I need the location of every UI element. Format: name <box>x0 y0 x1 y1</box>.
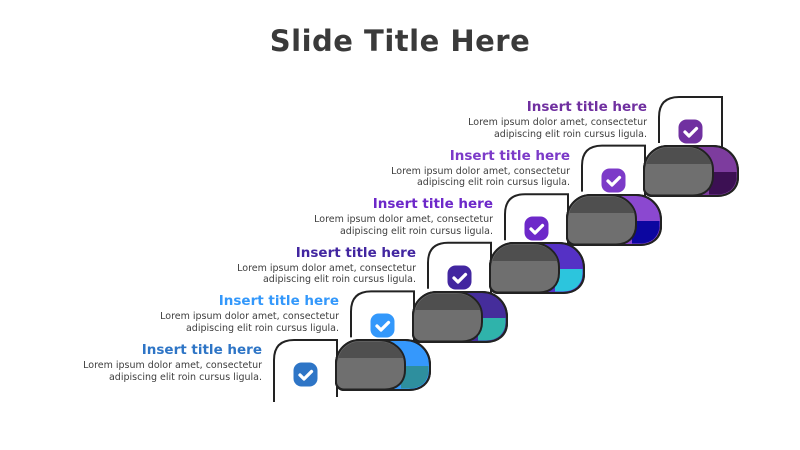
check-badge <box>293 362 318 387</box>
check-badge <box>370 313 395 338</box>
step-title: Insert title here <box>218 293 339 310</box>
stair-step-shape <box>566 193 662 246</box>
step-shape-icon <box>643 145 739 197</box>
stair-panel-line <box>350 290 415 347</box>
stair-panel-line <box>658 96 723 152</box>
step-text-block: Insert title here Lorem ipsum dolor amet… <box>447 100 647 140</box>
step-body-line: Lorem ipsum dolor amet, consectetur <box>468 117 647 128</box>
stair-step-shape <box>412 290 508 343</box>
step-text-block: Insert title here Lorem ipsum dolor amet… <box>293 197 493 237</box>
check-badge <box>601 168 626 193</box>
step-text-block: Insert title here Lorem ipsum dolor amet… <box>370 147 570 189</box>
check-icon <box>524 216 549 241</box>
step-shape-icon <box>335 339 431 392</box>
step-body: Lorem ipsum dolor amet, consectetur adip… <box>216 263 416 286</box>
check-icon <box>678 119 703 144</box>
step-body-line: Lorem ipsum dolor amet, consectetur <box>160 311 339 323</box>
stair-panel-line <box>427 241 492 298</box>
check-badge <box>678 119 703 144</box>
step-title: Insert title here <box>526 99 647 115</box>
stair-step-shape <box>335 339 431 392</box>
step-body: Lorem ipsum dolor amet, consectetur adip… <box>370 166 570 189</box>
stair-step-shape <box>489 242 585 295</box>
step-body-line: Lorem ipsum dolor amet, consectetur <box>83 360 262 371</box>
step-title: Insert title here <box>449 147 570 164</box>
step-text-block: Insert title here Lorem ipsum dolor amet… <box>62 343 262 383</box>
step-title: Insert title here <box>141 342 262 358</box>
check-icon <box>601 168 626 193</box>
step-body: Lorem ipsum dolor amet, consectetur adip… <box>293 214 493 237</box>
step-title: Insert title here <box>295 244 416 261</box>
step-body-line: Lorem ipsum dolor amet, consectetur <box>391 165 570 177</box>
stair-panel-line <box>581 144 646 201</box>
step-body: Lorem ipsum dolor amet, consectetur adip… <box>447 117 647 140</box>
step-body-line: Lorem ipsum dolor amet, consectetur <box>314 214 493 226</box>
check-icon <box>293 362 318 387</box>
slide-title: Slide Title Here <box>269 24 531 58</box>
stair-panel-line <box>273 339 338 402</box>
step-body-line: adipiscing elit roin cursus ligula. <box>185 322 339 334</box>
step-body-line: adipiscing elit roin cursus ligula. <box>493 128 647 140</box>
step-title: Insert title here <box>372 196 493 213</box>
check-badge <box>524 216 549 241</box>
step-body: Lorem ipsum dolor amet, consectetur adip… <box>62 360 262 383</box>
check-icon <box>370 313 395 338</box>
step-shape-icon <box>566 193 662 246</box>
step-body-line: adipiscing elit roin cursus ligula. <box>416 177 570 189</box>
step-text-block: Insert title here Lorem ipsum dolor amet… <box>216 244 416 286</box>
step-body-line: Lorem ipsum dolor amet, consectetur <box>237 262 416 274</box>
check-icon <box>447 265 472 290</box>
step-text-block: Insert title here Lorem ipsum dolor amet… <box>139 294 339 334</box>
step-shape-icon <box>489 242 585 295</box>
step-body-line: adipiscing elit roin cursus ligula. <box>108 371 262 383</box>
step-body-line: adipiscing elit roin cursus ligula. <box>339 225 493 237</box>
step-body: Lorem ipsum dolor amet, consectetur adip… <box>139 311 339 334</box>
step-shape-icon <box>412 290 508 343</box>
check-badge <box>447 265 472 290</box>
stair-panel-line <box>504 193 569 250</box>
step-body-line: adipiscing elit roin cursus ligula. <box>262 274 416 286</box>
stair-step-shape <box>643 145 739 197</box>
